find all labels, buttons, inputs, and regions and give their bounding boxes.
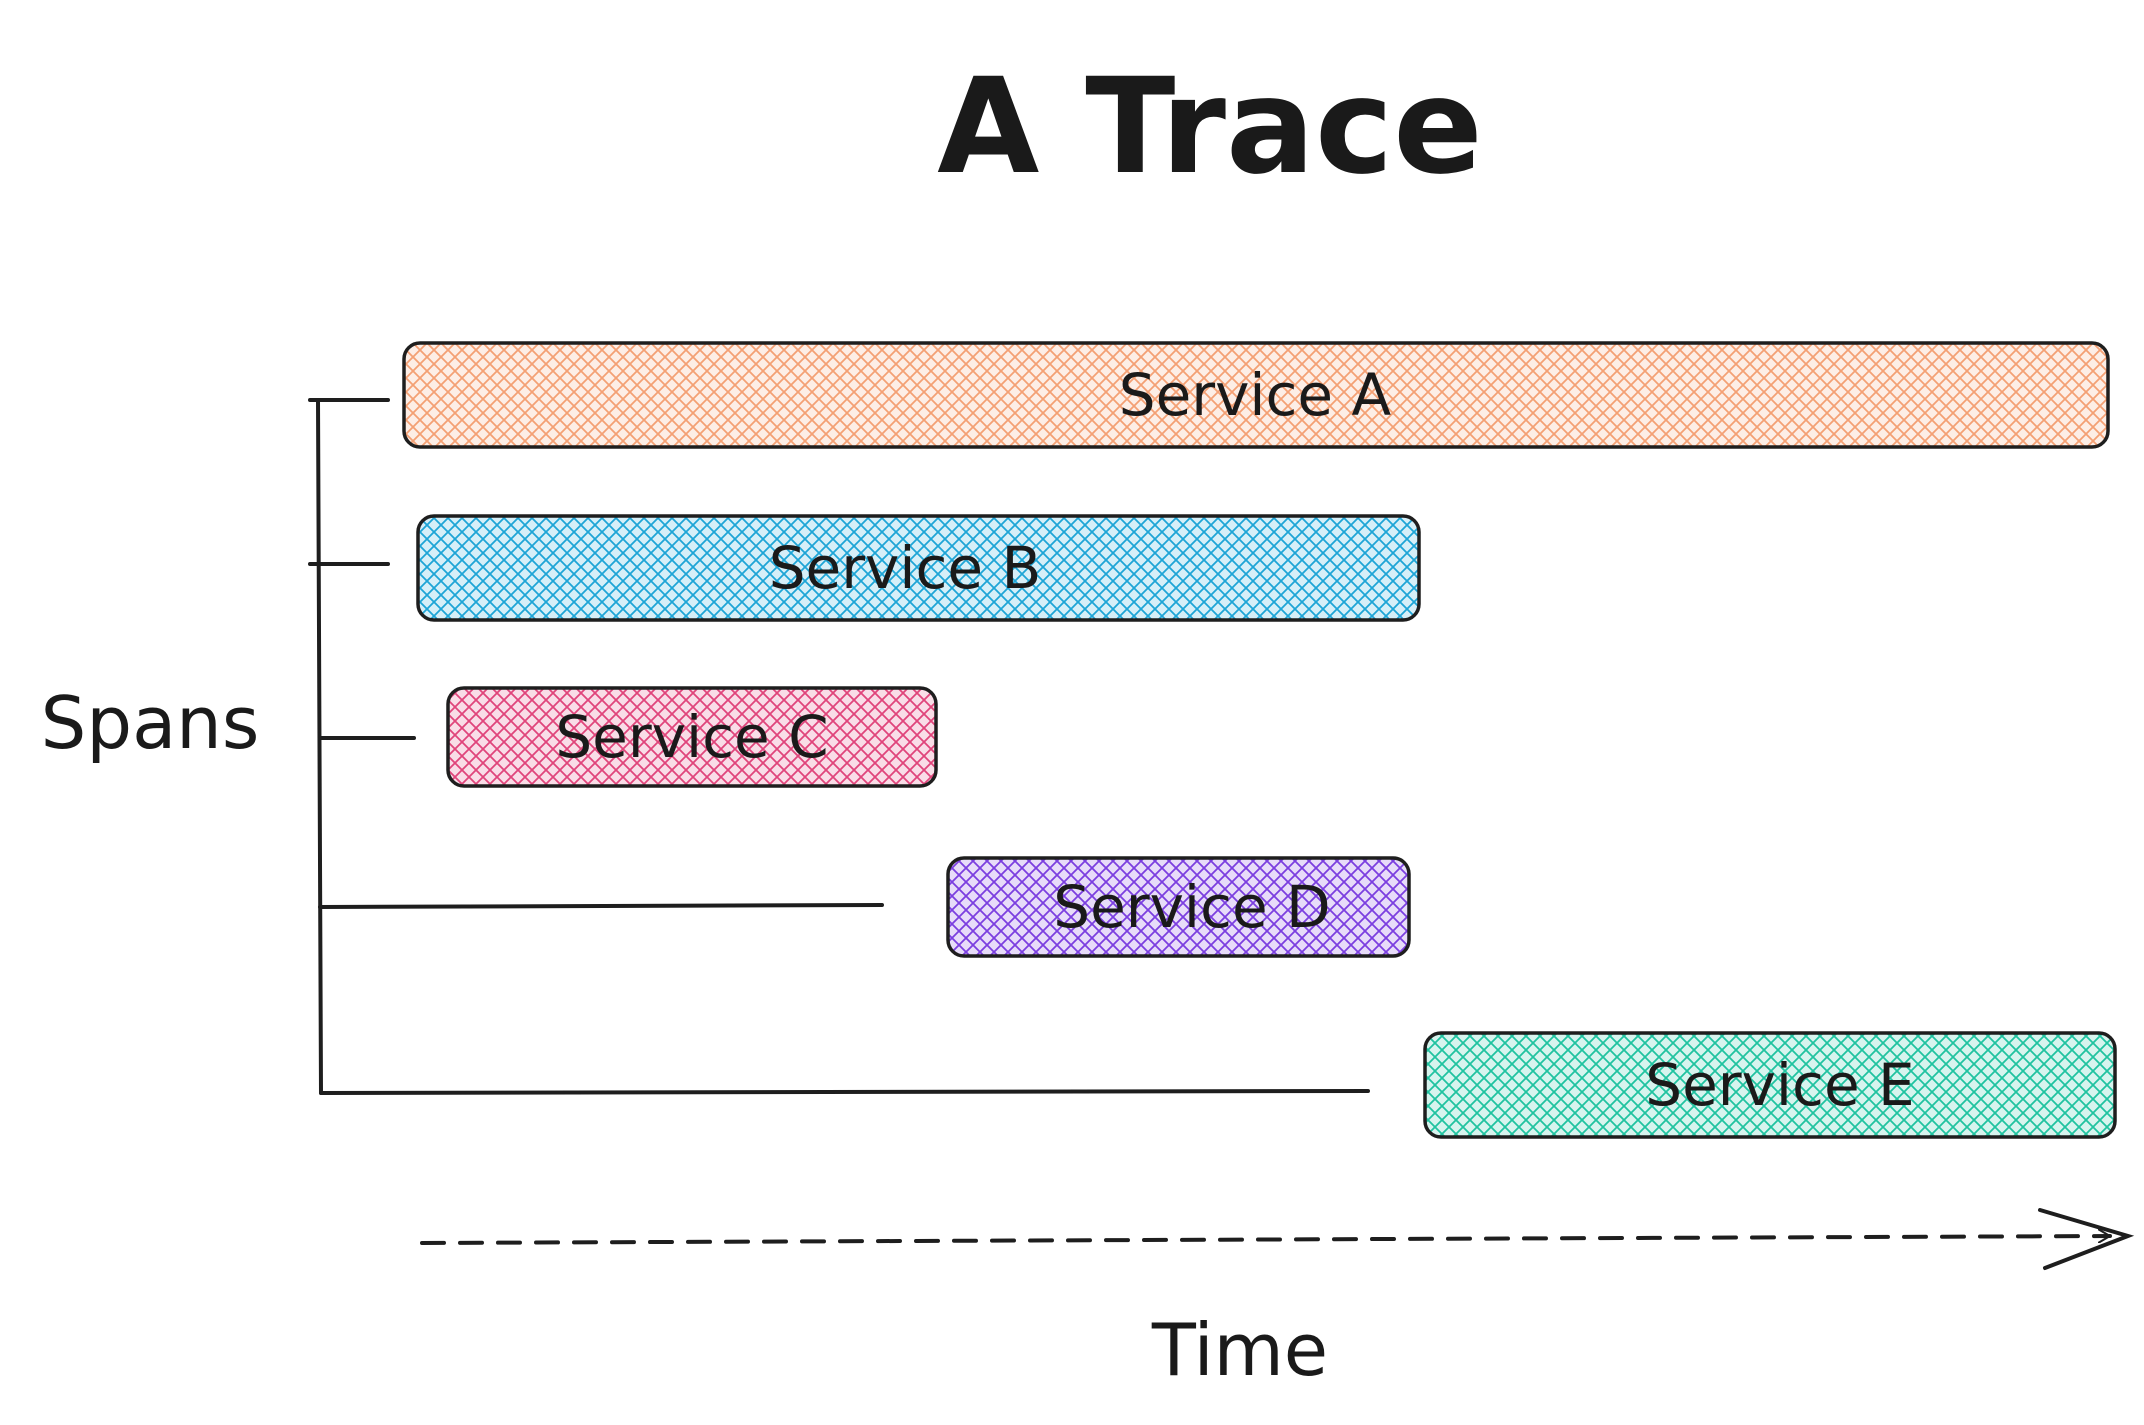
service-d-label: Service D bbox=[1053, 873, 1330, 941]
service-e-connector bbox=[319, 1089, 1370, 1095]
service-e-span-bar bbox=[1423, 1031, 2117, 1139]
service-c-label: Service C bbox=[555, 703, 828, 771]
time-arrow bbox=[420, 1208, 2135, 1270]
service-d-span-bar bbox=[946, 856, 1411, 958]
service-a-span-bar bbox=[402, 341, 2110, 449]
service-b-span-bar bbox=[416, 514, 1421, 622]
diagram-title: A Trace bbox=[937, 50, 1483, 204]
time-axis-label: Time bbox=[1151, 1308, 1328, 1392]
span-bracket bbox=[316, 398, 323, 1095]
service-e-label: Service E bbox=[1645, 1051, 1914, 1119]
service-d-connector bbox=[318, 903, 884, 909]
service-b-label: Service B bbox=[769, 534, 1042, 602]
service-a-label: Service A bbox=[1119, 361, 1392, 429]
service-c-span-bar bbox=[446, 686, 938, 788]
spans-axis-label: Spans bbox=[41, 681, 260, 765]
spans-layer: Service A Service B Service C Service D Serv… bbox=[308, 341, 2117, 1139]
